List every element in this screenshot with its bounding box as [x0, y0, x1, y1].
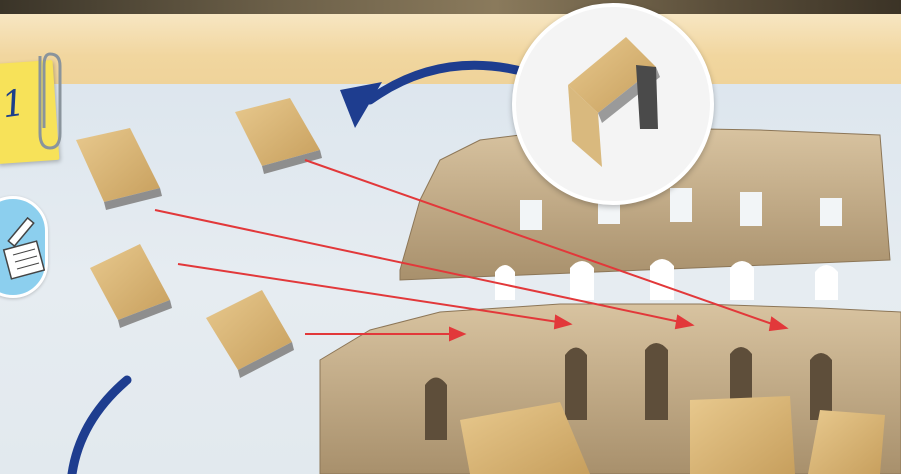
loose-tile[interactable]	[76, 128, 162, 210]
curved-arrow-icon	[370, 65, 525, 100]
loose-tile[interactable]	[206, 290, 294, 378]
detail-zoom-circle	[512, 3, 714, 205]
front-tile	[808, 410, 885, 474]
loose-tile[interactable]	[235, 98, 322, 174]
loose-tile[interactable]	[90, 244, 172, 328]
curved-arrow-icon	[72, 380, 127, 474]
curved-arrow-head	[340, 82, 382, 128]
front-tile	[690, 396, 795, 474]
